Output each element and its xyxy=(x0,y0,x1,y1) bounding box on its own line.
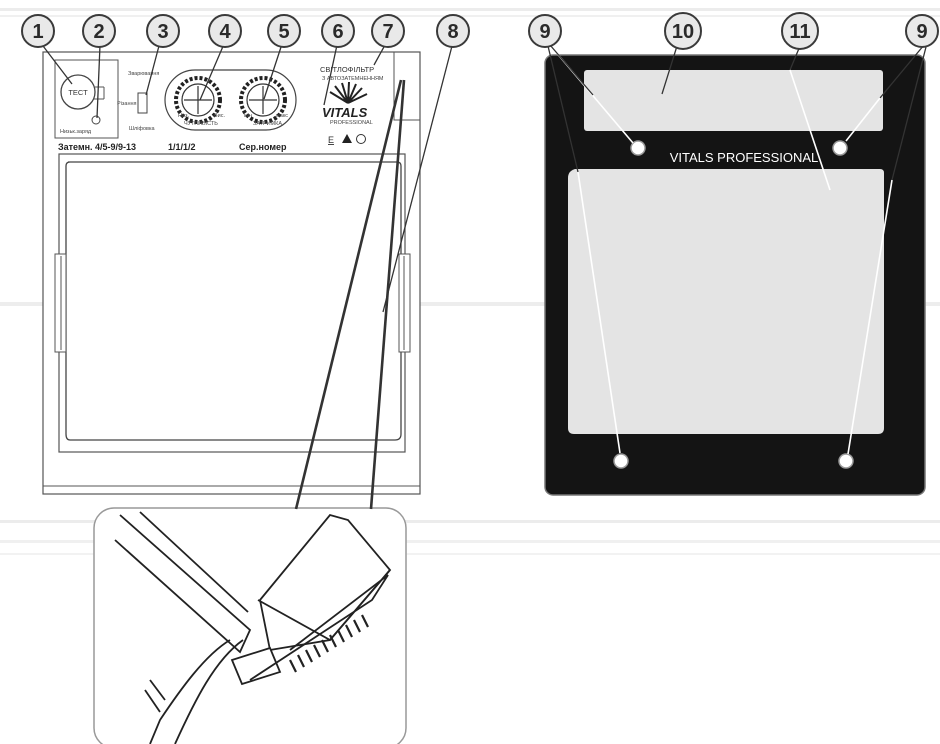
callout-10: 10 xyxy=(664,12,702,50)
callout-2: 2 xyxy=(82,14,116,48)
zoom-inset xyxy=(93,507,407,744)
svg-text:5: 5 xyxy=(278,21,289,43)
low-charge-label: Низьк.заряд xyxy=(60,129,92,135)
callout-1: 1 xyxy=(21,14,55,48)
mode-weld-label: Зварювання xyxy=(128,71,159,77)
callout-9-left: 9 xyxy=(528,14,562,48)
front-view: ТЕСТ Низьк.заряд Зварювання Різання Шліф… xyxy=(42,51,421,495)
optical-class: 1/1/1/2 xyxy=(168,142,196,152)
callouts: 1 2 3 4 5 6 7 8 xyxy=(21,12,939,50)
callout-5: 5 xyxy=(267,14,301,48)
cert-mark: E xyxy=(328,135,334,145)
svg-text:11: 11 xyxy=(789,21,810,43)
callout-6: 6 xyxy=(321,14,355,48)
front-brand-sub: PROFESSIONAL xyxy=(330,120,373,126)
top-window xyxy=(584,70,883,131)
main-window xyxy=(568,169,884,434)
viewing-window xyxy=(65,161,402,441)
back-brand: VITALS PROFESSIONAL xyxy=(670,150,819,165)
callout-7: 7 xyxy=(371,14,405,48)
svg-text:9: 9 xyxy=(916,21,927,43)
sensor-top-right xyxy=(832,140,848,156)
test-block xyxy=(54,59,119,139)
sun-logo-icon xyxy=(329,81,368,104)
sensor-top-left xyxy=(630,140,646,156)
battery-recycle-icon xyxy=(356,134,366,144)
background-stripes xyxy=(0,8,940,555)
sensitivity-min: Низ. xyxy=(178,113,190,119)
svg-text:4: 4 xyxy=(219,21,231,43)
mode-grind-label: Шліфовка xyxy=(129,126,156,132)
filter-subtitle: З АВТОЗАТЕМНЕННЯМ xyxy=(322,76,384,82)
front-brand: VITALS xyxy=(322,105,368,120)
back-view: VITALS PROFESSIONAL xyxy=(544,54,926,496)
test-button[interactable] xyxy=(60,74,96,110)
svg-text:1: 1 xyxy=(32,21,43,43)
svg-text:10: 10 xyxy=(672,21,694,43)
serial-number-label: Сер.номер xyxy=(239,142,287,152)
delay-knob[interactable] xyxy=(239,76,287,124)
svg-text:7: 7 xyxy=(382,21,393,43)
callout-8: 8 xyxy=(436,14,470,48)
sensor-bottom-left xyxy=(613,453,629,469)
sensor-bottom-right xyxy=(838,453,854,469)
svg-text:8: 8 xyxy=(447,21,458,43)
callout-4: 4 xyxy=(208,14,242,48)
svg-text:3: 3 xyxy=(157,21,168,43)
filter-title: СВІТЛОФІЛЬТР xyxy=(320,65,374,74)
delay-max: макс xyxy=(276,113,288,119)
sensitivity-label: ЧУТЛИВІСТЬ xyxy=(184,121,218,127)
shade-range: Затемн. 4/5-9/9-13 xyxy=(58,142,136,152)
delay-label: ЗАТРИМКА xyxy=(253,121,282,127)
sensitivity-knob[interactable] xyxy=(174,76,222,124)
sensor-dots xyxy=(613,140,854,469)
callout-9-right: 9 xyxy=(905,14,939,48)
leader-lines xyxy=(39,41,927,510)
mode-switch[interactable] xyxy=(137,92,148,114)
svg-text:2: 2 xyxy=(93,21,104,43)
sensitivity-max: Вис. xyxy=(214,113,225,119)
warning-triangle-icon xyxy=(342,134,352,143)
housing-notch xyxy=(393,52,420,121)
low-charge-led xyxy=(91,115,101,125)
test-button-label: ТЕСТ xyxy=(68,88,88,97)
mode-cut-label: Різання xyxy=(117,101,137,107)
callout-11: 11 xyxy=(781,12,819,50)
svg-text:9: 9 xyxy=(539,21,550,43)
svg-text:6: 6 xyxy=(332,21,343,43)
delay-min: мін xyxy=(244,113,252,119)
callout-3: 3 xyxy=(146,14,180,48)
